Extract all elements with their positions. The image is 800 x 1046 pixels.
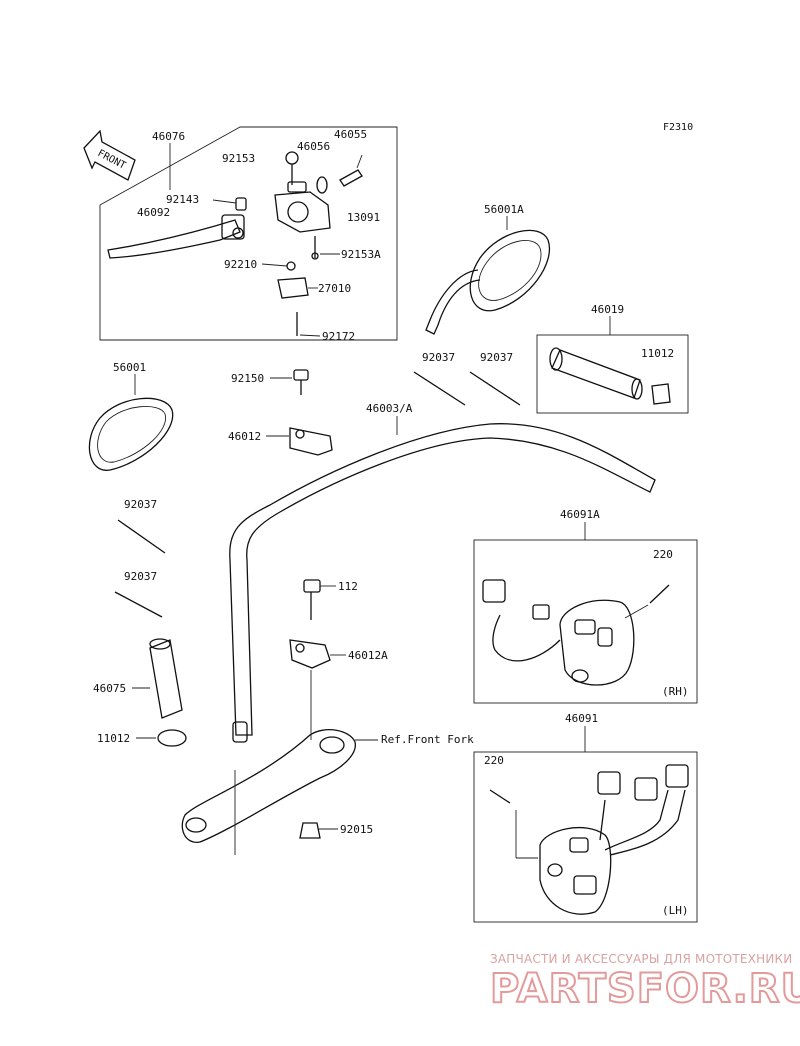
switch-screw [296,312,321,337]
callout-11012-bottom: 11012 [97,732,130,745]
bolt-92150 [293,369,309,395]
figure-code: F2310 [663,122,693,133]
callout-46075: 46075 [93,682,126,695]
grip-end-cap [651,383,671,405]
watermark-tagline: ЗАПЧАСТИ И АКСЕССУАРЫ ДЛЯ МОТОТЕХНИКИ [490,952,792,966]
callout-11012-top: 11012 [641,347,674,360]
rh-switch-box [473,539,698,704]
dust-cover [316,176,328,194]
callout-56001A: 56001A [484,203,524,216]
callout-46012: 46012 [228,430,261,443]
callout-13091: 13091 [347,211,380,224]
callout-27010: 27010 [318,282,351,295]
callout-92153: 92153 [222,152,255,165]
callout-92150: 92150 [231,372,264,385]
callout-220-lh: 220 [484,754,504,767]
cable-tie-b [469,371,521,406]
callout-46003A: 46003/A [366,402,413,415]
lh-switch-box [473,751,698,923]
lever-assembly-box [99,126,398,341]
callout-92143: 92143 [166,193,199,206]
callout-92037-a: 92037 [422,351,455,364]
callout-ref-front-fork: Ref.Front Fork [381,733,474,746]
cable-tie-d [114,591,163,618]
callout-92015: 92015 [340,823,373,836]
callout-220-rh: 220 [653,548,673,561]
mirror-left [88,397,174,471]
upper-clamp [289,427,333,456]
callout-46056: 46056 [297,140,330,153]
grip-end-cap-left [157,729,187,747]
callout-92037-b: 92037 [480,351,513,364]
callout-92037-d: 92037 [124,570,157,583]
callout-92210: 92210 [224,258,257,271]
watermark-brand: PARTSFOR.RU [490,966,800,1012]
cable-tie-c [117,519,166,554]
callout-46091A: 46091A [560,508,600,521]
front-arrow-icon: FRONT [83,129,136,181]
callout-56001: 56001 [113,361,146,374]
fork-upper-bracket [181,729,356,855]
lever-screw [311,236,340,260]
switch-housing-lh [539,764,689,915]
handlebar [229,423,656,743]
pivot-bolt [285,151,299,185]
callout-112: 112 [338,580,358,593]
callout-46092: 46092 [137,206,170,219]
callout-46091: 46091 [565,712,598,725]
cable-tie-a [413,371,466,406]
grip-left [149,638,183,719]
callout-92153A: 92153A [341,248,381,261]
screw-220-lh [489,789,538,859]
screw-220-rh [624,584,670,619]
grip-right [549,347,643,400]
front-arrow-label: FRONT [96,148,128,172]
mirror-right [425,229,551,335]
adjust-screw [339,154,363,187]
collar [212,197,247,211]
lever-bracket [274,181,331,233]
lh-label: (LH) [662,904,689,917]
callout-92172: 92172 [322,330,355,343]
clutch-lever [107,214,245,259]
bolt-112 [303,579,321,620]
callout-46012A: 46012A [348,649,388,662]
nut-92015 [299,822,321,839]
lower-clamp [289,639,331,669]
grip-kit-box [536,334,689,414]
rh-label: (RH) [662,685,689,698]
clutch-switch [277,277,318,299]
callout-46055: 46055 [334,128,367,141]
callout-46076: 46076 [152,130,185,143]
nut [261,261,296,271]
callout-92037-c: 92037 [124,498,157,511]
callout-46019: 46019 [591,303,624,316]
switch-housing-rh [482,579,635,686]
